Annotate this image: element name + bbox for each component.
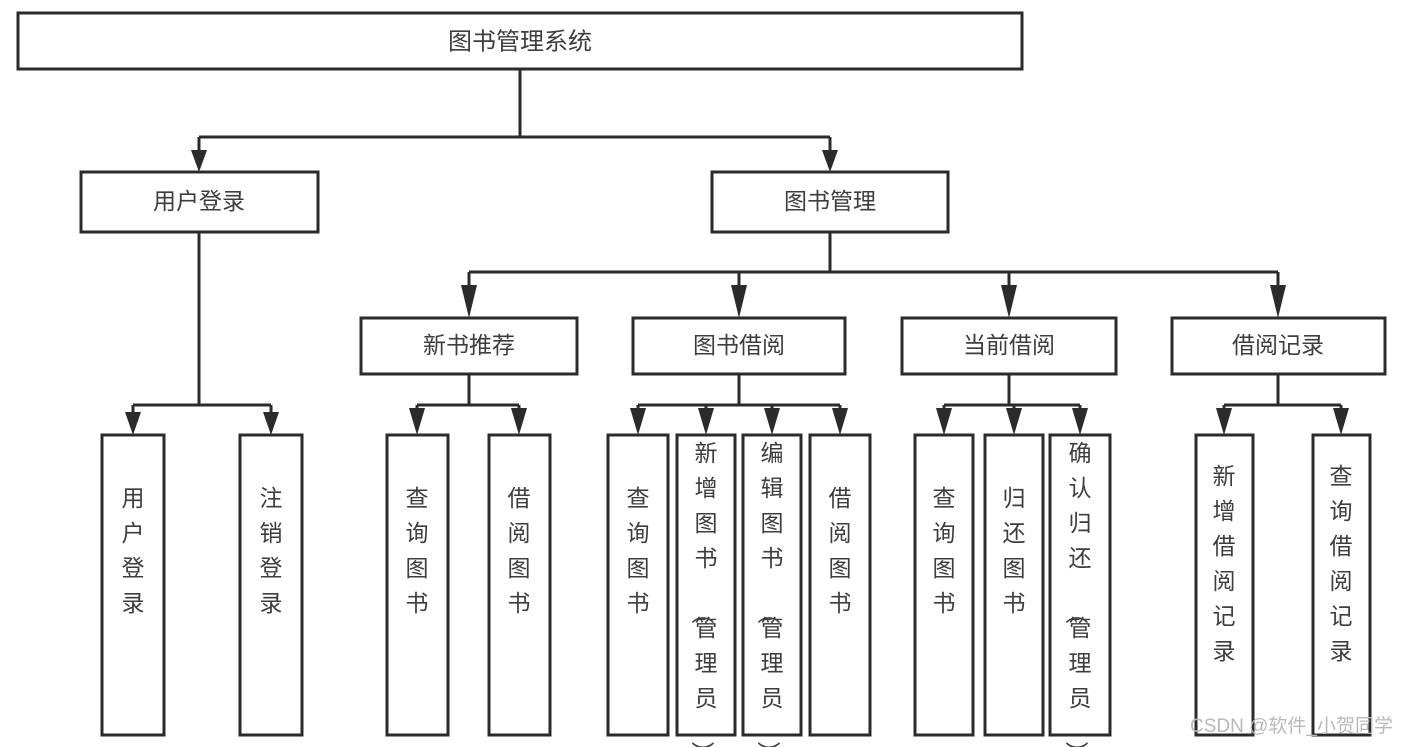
node-new-book-recommend-label: 新书推荐: [423, 332, 515, 358]
leaf-current-query-label: 查询图书: [933, 485, 956, 616]
leaf-borrow-query[interactable]: 查询图书: [606, 433, 670, 737]
node-new-book-recommend[interactable]: 新书推荐: [359, 316, 579, 376]
leaf-borrow-add-book-label: 新增图书（管理员）: [690, 440, 718, 747]
node-borrow-records[interactable]: 借阅记录: [1170, 316, 1387, 376]
leaf-current-return[interactable]: 归还图书: [983, 433, 1045, 737]
arrow-head-leaf-logout: [263, 412, 279, 435]
node-book-management[interactable]: 图书管理: [710, 170, 950, 234]
node-book-management-label: 图书管理: [784, 188, 876, 214]
node-new-book-recommend-box[interactable]: [359, 316, 579, 376]
arrow-head-book-mgmt: [822, 150, 838, 172]
leaf-borrow-borrow-book-label: 借阅图书: [829, 485, 852, 616]
node-current-borrow[interactable]: 当前借阅: [900, 316, 1118, 376]
leaf-new-books-query-label: 查询图书: [406, 485, 429, 616]
leaf-records-query-label: 查询借阅记录: [1330, 463, 1353, 664]
node-user-login-label: 用户登录: [153, 188, 245, 214]
node-borrow-records-box[interactable]: [1170, 316, 1387, 376]
leaf-current-query-box[interactable]: [913, 433, 975, 737]
leaf-current-confirm-return[interactable]: 确认归还（管理员）: [1048, 433, 1112, 747]
leaf-borrow-edit-book-box[interactable]: [741, 433, 803, 737]
arrow-head-book-borrow: [731, 285, 747, 318]
node-root-system-box[interactable]: [16, 11, 1024, 71]
node-root-system-label: 图书管理系统: [448, 28, 592, 55]
leaf-new-books-borrow[interactable]: 借阅图书: [487, 433, 552, 737]
arrow-head-user-login: [191, 150, 207, 172]
arrow-head-leaf-user-login: [125, 412, 141, 435]
leaf-records-query[interactable]: 查询借阅记录: [1311, 433, 1372, 737]
leaf-records-add-label: 新增借阅记录: [1213, 463, 1236, 664]
leaf-current-confirm-return-box[interactable]: [1048, 433, 1112, 737]
leaf-current-return-box[interactable]: [983, 433, 1045, 737]
leaf-borrow-add-book-box[interactable]: [675, 433, 737, 737]
leaf-new-books-borrow-box[interactable]: [487, 433, 552, 737]
node-root-system[interactable]: 图书管理系统: [16, 11, 1024, 71]
arrow-head-bb-leaf-4: [832, 408, 848, 435]
leaf-user-login[interactable]: 用户登录: [100, 433, 166, 737]
leaf-logout-label: 注销登录: [260, 485, 283, 616]
arrow-head-current-borrow: [1001, 285, 1017, 318]
leaf-logout-box[interactable]: [238, 433, 304, 737]
connector-layer: [125, 69, 1349, 435]
node-book-management-box[interactable]: [710, 170, 950, 234]
leaf-records-query-box[interactable]: [1311, 433, 1372, 737]
leaf-borrow-query-label: 查询图书: [627, 485, 650, 616]
leaf-borrow-borrow-book-box[interactable]: [808, 433, 872, 737]
node-book-borrow[interactable]: 图书借阅: [631, 316, 847, 376]
leaf-new-books-query-box[interactable]: [385, 433, 450, 737]
leaf-logout[interactable]: 注销登录: [238, 433, 304, 737]
leaf-current-confirm-return-label: 确认归还（管理员）: [1064, 440, 1092, 747]
arrow-head-borrow-records: [1270, 285, 1286, 318]
arrow-head-br-leaf-2: [1333, 408, 1349, 435]
leaf-new-books-query[interactable]: 查询图书: [385, 433, 450, 737]
leaf-borrow-query-box[interactable]: [606, 433, 670, 737]
arrow-head-cb-leaf-3: [1072, 408, 1088, 435]
arrow-head-nb-leaf-2: [511, 408, 527, 435]
arrow-head-bb-leaf-3: [764, 408, 780, 435]
leaf-borrow-edit-book-label: 编辑图书（管理员）: [756, 440, 784, 747]
node-borrow-records-label: 借阅记录: [1232, 332, 1324, 358]
leaf-records-add-box[interactable]: [1194, 433, 1255, 737]
arrow-head-bb-leaf-1: [630, 408, 646, 435]
arrow-head-new-books: [461, 285, 477, 318]
node-current-borrow-label: 当前借阅: [963, 332, 1055, 358]
leaf-borrow-add-book[interactable]: 新增图书（管理员）: [675, 433, 737, 747]
node-book-borrow-label: 图书借阅: [693, 332, 785, 358]
csdn-watermark: CSDN @软件_小贺同学: [1190, 715, 1393, 737]
leaf-new-books-borrow-label: 借阅图书: [508, 485, 531, 616]
leaf-borrow-borrow-book[interactable]: 借阅图书: [808, 433, 872, 737]
leaf-current-return-label: 归还图书: [1003, 485, 1026, 616]
arrow-head-cb-leaf-1: [936, 408, 952, 435]
node-user-login[interactable]: 用户登录: [79, 170, 320, 234]
leaf-borrow-edit-book[interactable]: 编辑图书（管理员）: [741, 433, 803, 747]
arrow-head-br-leaf-1: [1216, 408, 1232, 435]
leaf-current-query[interactable]: 查询图书: [913, 433, 975, 737]
arrow-head-cb-leaf-2: [1006, 408, 1022, 435]
leaf-user-login-label: 用户登录: [122, 485, 145, 616]
node-current-borrow-box[interactable]: [900, 316, 1118, 376]
arrow-head-bb-leaf-2: [698, 408, 714, 435]
arrow-head-nb-leaf-1: [409, 408, 425, 435]
leaf-user-login-box[interactable]: [100, 433, 166, 737]
leaf-records-add[interactable]: 新增借阅记录: [1194, 433, 1255, 737]
node-user-login-box[interactable]: [79, 170, 320, 234]
node-book-borrow-box[interactable]: [631, 316, 847, 376]
